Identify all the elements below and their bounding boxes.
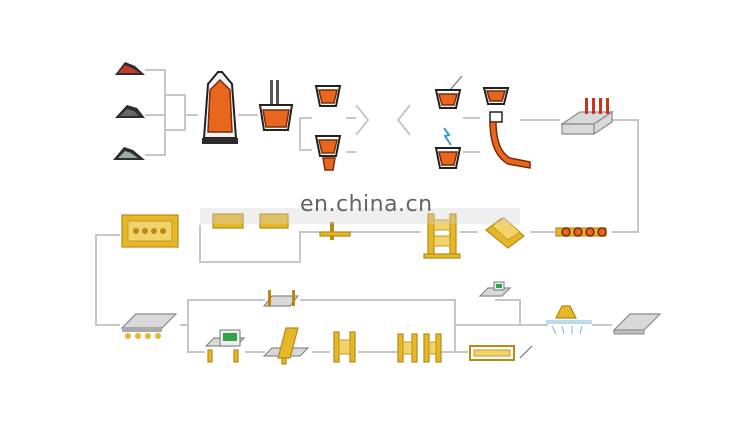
shear-icon — [319, 222, 351, 240]
converter-to-ladle-line — [299, 117, 312, 151]
plate-shear-icon — [262, 327, 310, 365]
slab-with-rods-icon — [560, 98, 614, 136]
cooling-bed-icon — [469, 345, 533, 361]
control-cabinet-icon — [204, 329, 246, 363]
descaler-icon — [212, 213, 289, 229]
ladle-pour-icon — [314, 135, 342, 171]
flattener-icon — [262, 290, 300, 307]
raw-material-pile-icon — [115, 62, 145, 75]
watermark-text: en.china.cn — [300, 192, 433, 217]
inspection-station-icon — [478, 281, 512, 297]
ore-pile-icon — [113, 147, 145, 160]
row2-shear-line — [199, 225, 320, 263]
rolling-stand-icon — [423, 213, 461, 259]
coal-pile-icon — [115, 105, 145, 118]
refining-to-caster-line — [463, 117, 480, 153]
chevron-left-icon — [396, 104, 411, 136]
chevron-right-icon — [355, 104, 370, 136]
watermark-band — [200, 208, 520, 224]
continuous-caster-icon — [482, 87, 531, 169]
reheating-furnace-icon — [121, 214, 179, 248]
row3-inspect-line — [495, 299, 521, 325]
double-stand-icon — [397, 333, 442, 363]
converter-icon — [258, 80, 294, 131]
refining-ladle-icon — [434, 75, 463, 109]
plate-conveyor-icon — [120, 313, 178, 339]
flow-lines — [95, 69, 639, 353]
raw-material-connector — [145, 69, 198, 156]
electric-arc-ladle-icon — [434, 127, 462, 169]
spray-cooler-icon — [546, 305, 592, 335]
leveller-stand-icon — [333, 331, 356, 363]
rolled-slab-icon — [485, 217, 525, 249]
ladle-icon — [314, 85, 342, 107]
ladle-to-chevron-line — [346, 117, 356, 153]
blast-furnace-icon — [202, 71, 238, 144]
finished-plate-icon — [612, 313, 662, 335]
roller-table-icon — [555, 227, 607, 237]
row3-main-line — [180, 299, 548, 353]
slab-to-reheat-line — [612, 119, 639, 233]
row2-furnace-line — [95, 234, 120, 326]
